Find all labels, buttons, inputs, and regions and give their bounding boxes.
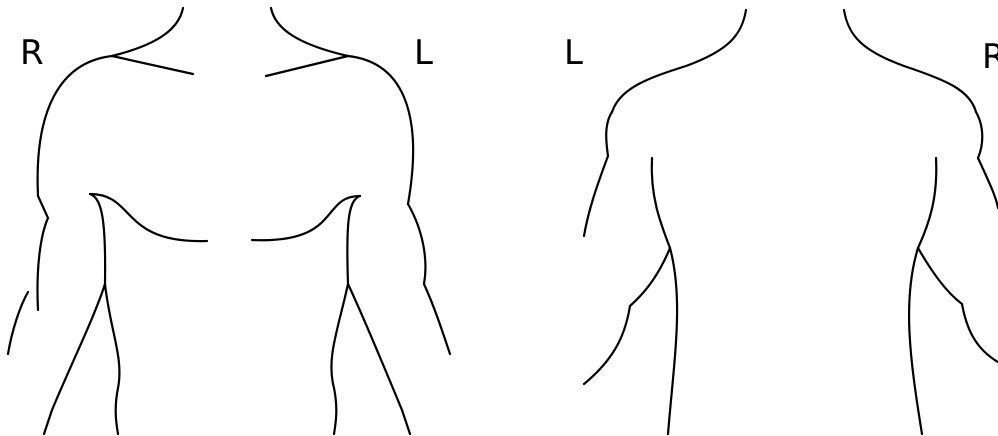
front-torso-left-line <box>348 284 410 434</box>
back-view: L R <box>500 0 998 436</box>
back-left-side-label: L <box>564 36 583 70</box>
front-shoulder-right-line <box>38 56 112 196</box>
front-armpit-left-line <box>347 196 360 284</box>
front-view: R L <box>0 0 500 436</box>
back-waist-right-line <box>909 248 922 434</box>
front-right-side-label: R <box>20 36 44 70</box>
back-shoulder-left-line <box>606 112 612 156</box>
front-armpit-right-line <box>90 194 105 284</box>
front-pectoral-left-line <box>252 196 360 240</box>
front-torso-right-line <box>44 284 105 434</box>
front-shoulder-left-line <box>348 56 413 204</box>
front-upper-arm-right-outer-line <box>37 196 48 310</box>
front-left-side-label: L <box>414 36 433 70</box>
back-waist-left-line <box>668 248 677 434</box>
back-torso-left-line <box>584 248 670 384</box>
back-right-side-label: R <box>982 40 998 74</box>
back-shoulder-right-line <box>976 112 982 158</box>
back-neck-left-line <box>612 10 746 112</box>
back-upper-arm-left-outer-line <box>584 156 608 236</box>
front-waist-left-line <box>331 284 348 434</box>
front-forearm-left-outer-line <box>424 284 450 354</box>
front-forearm-right-outer-line <box>8 292 28 354</box>
back-lat-left-line <box>652 158 670 248</box>
front-clavicle-left-line <box>266 56 348 76</box>
back-neck-right-line <box>844 10 976 112</box>
front-pectoral-right-line <box>90 194 207 241</box>
front-clavicle-right-line <box>112 56 193 74</box>
front-neck-right-line <box>112 8 183 56</box>
back-upper-arm-right-outer-line <box>978 158 998 208</box>
front-upper-arm-left-outer-line <box>408 204 425 284</box>
back-lat-right-line <box>918 158 936 248</box>
front-waist-right-line <box>105 284 119 434</box>
back-torso-right-line <box>918 248 998 362</box>
front-neck-left-line <box>271 8 348 56</box>
